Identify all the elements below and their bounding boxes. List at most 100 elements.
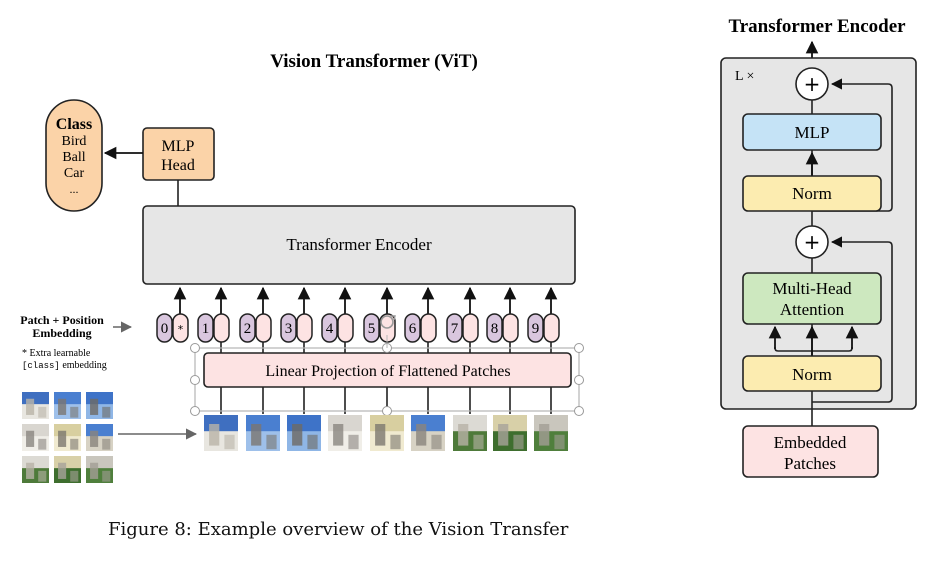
vit-title: Vision Transformer (ViT): [270, 51, 478, 72]
svg-text:+: +: [804, 72, 821, 96]
resize-handle[interactable]: [574, 406, 584, 416]
class-item: Ball: [62, 150, 85, 165]
patch-sequence: [204, 415, 568, 451]
linear-projection-box: Linear Projection of Flattened Patches: [203, 352, 572, 388]
position-embedding: [446, 313, 463, 343]
svg-text:Attention: Attention: [780, 300, 845, 319]
class-output-box: Class Bird Ball Car ...: [45, 99, 103, 212]
patch-image: [411, 415, 445, 451]
grid-patch: [54, 424, 81, 451]
patch-embedding: [462, 313, 479, 343]
patch-embedding: [296, 313, 313, 343]
token-9: 9: [527, 286, 560, 414]
token-6: 6: [404, 286, 437, 414]
token-4: 4: [321, 286, 354, 414]
embedding-word: embedding: [60, 360, 107, 371]
svg-text:Multi-Head: Multi-Head: [772, 279, 852, 298]
token-index: 8: [491, 321, 499, 337]
selection-frame[interactable]: [190, 315, 584, 416]
position-embedding: [404, 313, 421, 343]
resize-handle[interactable]: [190, 343, 200, 353]
patch-embedding: [502, 313, 519, 343]
encoder-detail-title: Transformer Encoder: [728, 16, 906, 37]
residual-path-top: [812, 78, 893, 212]
repeat-label: L ×: [735, 69, 754, 84]
position-embedding: [280, 313, 297, 343]
patch-image: [370, 415, 404, 451]
grid-patch: [22, 392, 49, 419]
patch-embedding: [255, 313, 272, 343]
transformer-encoder-label: Transformer Encoder: [286, 235, 432, 254]
grid-patch: [86, 424, 113, 451]
token-3: 3: [280, 286, 313, 414]
token-index: 5: [368, 321, 376, 337]
linear-projection-label: Linear Projection of Flattened Patches: [265, 363, 510, 380]
mlp-head-line2: Head: [161, 157, 195, 174]
patch-image: [204, 415, 238, 451]
token-index: 1: [202, 321, 210, 337]
residual-path-bottom: [812, 236, 893, 403]
patch-embedding: [337, 313, 354, 343]
position-embedding: [486, 313, 503, 343]
token-index: 3: [285, 321, 293, 337]
mlp-head-line1: MLP: [162, 138, 195, 155]
position-embedding: [321, 313, 338, 343]
class-item: Car: [64, 166, 85, 181]
add-node-top: +: [795, 67, 829, 101]
resize-handle[interactable]: [190, 406, 200, 416]
patch-image: [246, 415, 280, 451]
position-embedding: [156, 313, 173, 343]
patch-embedding: [213, 313, 230, 343]
token-index: 6: [409, 321, 417, 337]
patch-embedding: [543, 313, 560, 343]
grid-patch: [22, 424, 49, 451]
class-token-mark: *: [178, 323, 184, 336]
mlp-head-box: MLP Head: [142, 127, 215, 181]
grid-patch: [86, 456, 113, 483]
patch-embedding: [420, 313, 437, 343]
resize-handle[interactable]: [574, 343, 584, 353]
token-8: 8: [486, 286, 519, 414]
rotate-handle-icon[interactable]: [380, 315, 396, 329]
add-node-bottom: +: [795, 225, 829, 259]
grid-patch: [54, 392, 81, 419]
patch-embedding: [172, 313, 189, 343]
class-item: Bird: [62, 134, 87, 149]
token-index: 9: [532, 321, 540, 337]
class-code: [class]: [22, 361, 60, 371]
token-index: 7: [451, 321, 459, 337]
svg-text:Norm: Norm: [792, 184, 832, 203]
figure-caption: Figure 8: Example overview of the Vision…: [108, 519, 569, 540]
svg-text:+: +: [804, 230, 821, 254]
svg-text:Patches: Patches: [784, 454, 836, 473]
position-embedding: [197, 313, 214, 343]
svg-text:Embedded: Embedded: [774, 433, 847, 452]
patch-position-label-1: Patch + Position: [20, 313, 104, 327]
grid-patch: [54, 456, 81, 483]
norm-block-top: Norm: [742, 175, 882, 212]
norm-block-bottom: Norm: [742, 355, 882, 392]
resize-handle[interactable]: [190, 375, 200, 385]
source-image-grid: [22, 392, 113, 483]
token-index: 0: [161, 321, 169, 337]
token-index: 4: [326, 321, 334, 337]
grid-patch: [86, 392, 113, 419]
token-2: 2: [239, 286, 272, 414]
svg-text:MLP: MLP: [795, 123, 830, 142]
position-embedding: [527, 313, 544, 343]
mlp-block: MLP: [742, 113, 882, 151]
patch-image: [453, 415, 487, 451]
patch-image: [328, 415, 362, 451]
resize-handle[interactable]: [382, 406, 392, 416]
svg-text:Norm: Norm: [792, 365, 832, 384]
patch-image: [534, 415, 568, 451]
patch-image: [287, 415, 321, 451]
class-item: ...: [70, 182, 79, 196]
grid-patch: [22, 456, 49, 483]
patch-image: [493, 415, 527, 451]
embedded-patches-block: Embedded Patches: [742, 425, 879, 478]
token-index: 2: [244, 321, 252, 337]
resize-handle[interactable]: [574, 375, 584, 385]
token-7: 7: [446, 286, 479, 414]
